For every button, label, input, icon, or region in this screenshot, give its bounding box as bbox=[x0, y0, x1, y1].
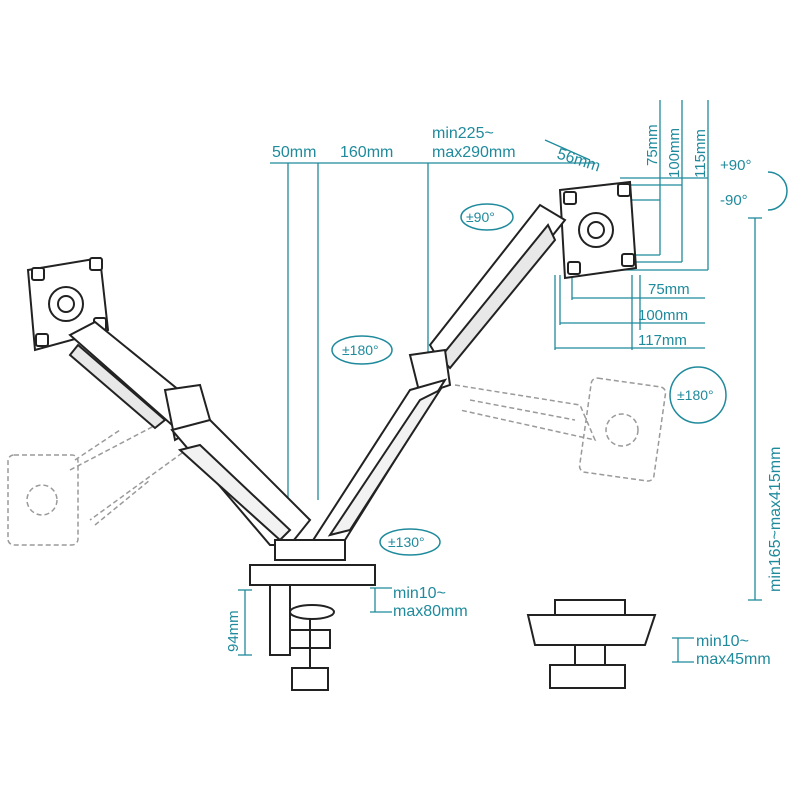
grommet-desk-max: max45mm bbox=[696, 651, 771, 668]
ghost-right-monitor-position bbox=[454, 377, 667, 482]
tilt-down-label: -90° bbox=[720, 192, 748, 209]
dim-160mm: 160mm bbox=[340, 144, 393, 161]
right-monitor-plate bbox=[558, 180, 638, 280]
rotation-180-left-label: ±180° bbox=[342, 342, 379, 358]
rotation-badge-180-left bbox=[331, 335, 393, 365]
rotation-badge-130 bbox=[379, 528, 441, 556]
rotation-130-label: ±130° bbox=[388, 534, 425, 550]
ghost-left-monitor-position bbox=[7, 414, 202, 546]
dim-reach-max: max290mm bbox=[432, 144, 516, 161]
dim-56mm: 56mm bbox=[555, 146, 603, 176]
clamp-height-label: 94mm bbox=[225, 610, 242, 652]
height-range-label: min165~max415mm bbox=[767, 447, 784, 592]
clamp-desk-min: min10~ bbox=[393, 585, 446, 602]
tilt-up-label: +90° bbox=[720, 157, 751, 174]
left-arm bbox=[68, 320, 312, 546]
clamp-desk-max: max80mm bbox=[393, 603, 468, 620]
dim-vesa-h100: 100mm bbox=[638, 307, 688, 324]
rotation-180-right-label: ±180° bbox=[677, 387, 714, 403]
dim-vesa-v115: 115mm bbox=[692, 129, 709, 178]
rotation-badge-180-right bbox=[669, 366, 727, 424]
dim-vesa-v100: 100mm bbox=[666, 128, 683, 178]
rotation-badge-90 bbox=[460, 203, 514, 231]
dim-vesa-v75: 75mm bbox=[644, 124, 661, 166]
desk-clamp bbox=[269, 584, 335, 691]
dim-50mm: 50mm bbox=[272, 144, 316, 161]
dim-vesa-h117: 117mm bbox=[638, 332, 687, 349]
dim-reach-min: min225~ bbox=[432, 125, 494, 142]
dim-vesa-h75: 75mm bbox=[648, 281, 690, 298]
right-arm bbox=[307, 203, 567, 547]
rotation-90-label: ±90° bbox=[466, 209, 495, 225]
grommet-mount bbox=[526, 599, 657, 689]
grommet-desk-min: min10~ bbox=[696, 633, 749, 650]
tilt-arrows bbox=[767, 171, 788, 211]
center-pole bbox=[249, 539, 376, 586]
